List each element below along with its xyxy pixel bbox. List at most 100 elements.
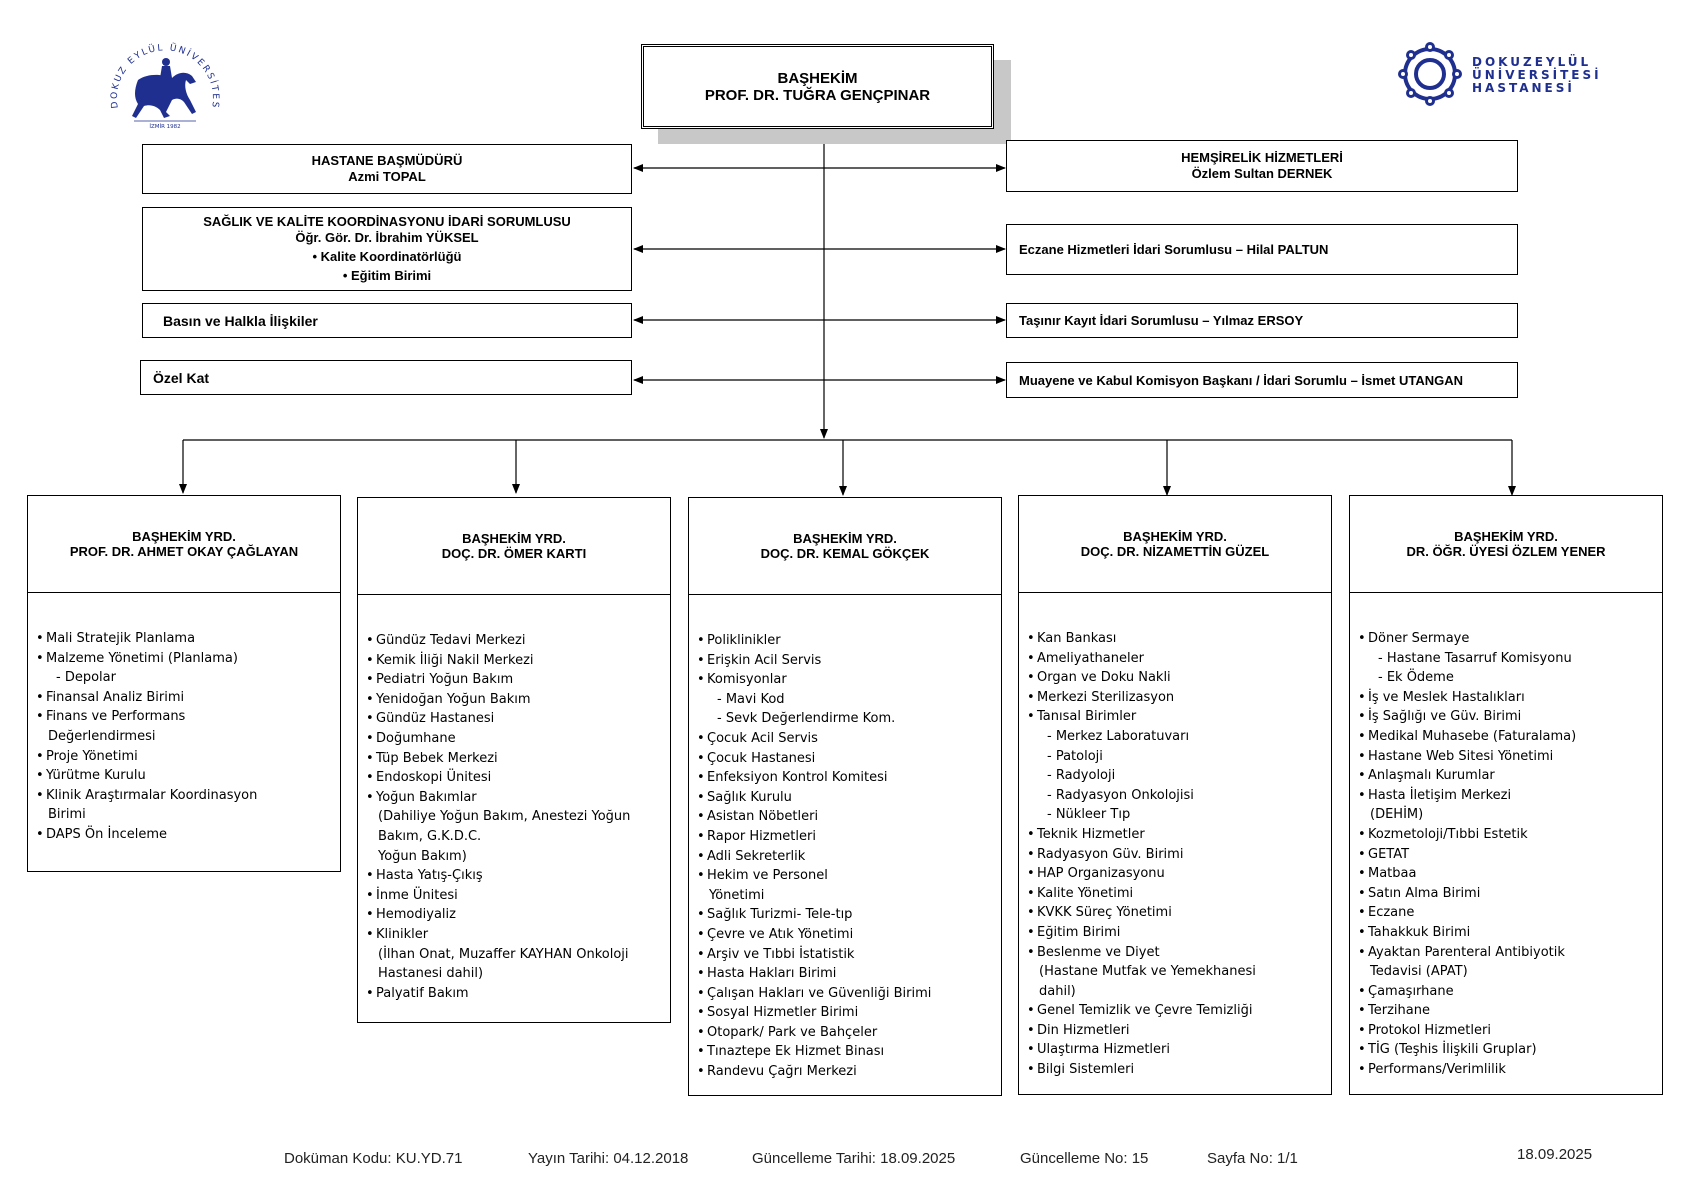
pharmacy-services-box: Eczane Hizmetleri İdari Sorumlusu – Hila… <box>1006 224 1518 275</box>
deputy-unit-list: Gündüz Tedavi MerkeziKemik İliği Nakil M… <box>358 595 670 1003</box>
box-line: Özel Kat <box>153 369 210 386</box>
deputy-unit-list: Mali Stratejik PlanlamaMalzeme Yönetimi … <box>28 593 340 845</box>
deputy-header: BAŞHEKİM YRD. DR. ÖĞR. ÜYESİ ÖZLEM YENER <box>1350 496 1662 593</box>
hospital-logo-line-2: ÜNİVERSİTESİ <box>1472 68 1602 82</box>
unit-item: Eğitim Birimi <box>1027 923 1325 943</box>
unit-item: Mavi Kod <box>697 690 995 710</box>
unit-item: Randevu Çağrı Merkezi <box>697 1062 995 1082</box>
unit-item: Yönetimi <box>709 887 765 903</box>
unit-item: Genel Temizlik ve Çevre Temizliği <box>1027 1001 1325 1021</box>
unit-item: Sevk Değerlendirme Kom. <box>697 709 995 729</box>
unit-item: Yoğun Bakım) <box>378 848 467 864</box>
unit-item: (Hastane Mutfak ve Yemekhanesi <box>1039 964 1256 980</box>
unit-item: İş Sağlığı ve Güv. Birimi <box>1358 707 1656 727</box>
hospital-emblem-icon <box>1398 42 1462 106</box>
unit-item: Ameliyathaneler <box>1027 649 1325 669</box>
unit-item: Ulaştırma Hizmetleri <box>1027 1040 1325 1060</box>
box-line: Muayene ve Kabul Komisyon Başkanı / İdar… <box>1019 372 1464 388</box>
unit-item: Protokol Hizmetleri <box>1358 1021 1656 1041</box>
unit-item: Tedavisi (APAT) <box>1370 964 1468 980</box>
unit-item: Hastane Tasarruf Komisyonu <box>1358 649 1656 669</box>
unit-item: dahil) <box>1039 983 1076 999</box>
deputy-title: BAŞHEKİM YRD. <box>793 531 897 546</box>
unit-item: Kemik İliği Nakil Merkezi <box>366 651 664 671</box>
box-line: Özlem Sultan DERNEK <box>1191 166 1333 181</box>
unit-item: Teknik Hizmetler <box>1027 825 1325 845</box>
unit-item: Organ ve Doku Nakli <box>1027 668 1325 688</box>
inspection-commission-box: Muayene ve Kabul Komisyon Başkanı / İdar… <box>1006 362 1518 398</box>
deputy-header: BAŞHEKİM YRD. DOÇ. DR. ÖMER KARTI <box>358 498 670 595</box>
unit-item: Proje Yönetimi <box>36 747 334 767</box>
unit-item: Patoloji <box>1027 747 1325 767</box>
unit-item: Sosyal Hizmetler Birimi <box>697 1003 995 1023</box>
unit-item: Merkez Laboratuvarı <box>1027 727 1325 747</box>
box-line: HASTANE BAŞMÜDÜRÜ <box>311 152 463 168</box>
unit-item: Doğumhane <box>366 729 664 749</box>
deputy-name: DR. ÖĞR. ÜYESİ ÖZLEM YENER <box>1406 544 1606 559</box>
hospital-logo-line-1: DOKUZEYLÜL <box>1472 55 1592 69</box>
unit-item: Hasta İletişim Merkezi <box>1358 786 1656 806</box>
box-line: Basın ve Halkla İlişkiler <box>163 312 318 329</box>
chief-name: PROF. DR. TUĞRA GENÇPINAR <box>704 86 931 104</box>
unit-item: Yürütme Kurulu <box>36 766 334 786</box>
unit-item: KVKK Süreç Yönetimi <box>1027 903 1325 923</box>
unit-item: HAP Organizasyonu <box>1027 864 1325 884</box>
unit-item: Rapor Hizmetleri <box>697 827 995 847</box>
unit-item: Bakım, G.K.D.C. <box>378 828 482 844</box>
page-number: Sayfa No: 1/1 <box>1207 1150 1298 1167</box>
unit-item: Hastanesi dahil) <box>378 966 484 982</box>
unit-item: Palyatif Bakım <box>366 984 664 1004</box>
unit-item: Tüp Bebek Merkezi <box>366 749 664 769</box>
unit-item: GETAT <box>1358 845 1656 865</box>
unit-item: Çamaşırhane <box>1358 982 1656 1002</box>
publish-date: Yayın Tarihi: 04.12.2018 <box>528 1150 689 1167</box>
update-number: Güncelleme No: 15 <box>1020 1150 1149 1167</box>
box-line: Öğr. Gör. Dr. İbrahim YÜKSEL <box>295 229 479 245</box>
unit-item: Çocuk Acil Servis <box>697 729 995 749</box>
unit-item: Sağlık Kurulu <box>697 788 995 808</box>
unit-item: Beslenme ve Diyet <box>1027 943 1325 963</box>
unit-item: (İlhan Onat, Muzaffer KAYHAN Onkoloji <box>378 946 629 962</box>
unit-item: Malzeme Yönetimi (Planlama) <box>36 649 334 669</box>
deputy-name: DOÇ. DR. ÖMER KARTI <box>441 546 587 561</box>
unit-item: Tahakkuk Birimi <box>1358 923 1656 943</box>
unit-item: Hasta Yatış-Çıkış <box>366 866 664 886</box>
unit-item: Döner Sermaye <box>1358 629 1656 649</box>
university-seal-logo: DOKUZ EYLÜL ÜNİVERSİTESİ İZMİR 1982 <box>100 38 218 130</box>
box-line: Azmi TOPAL <box>348 169 426 184</box>
unit-item: Arşiv ve Tıbbi İstatistik <box>697 945 995 965</box>
unit-item: Enfeksiyon Kontrol Komitesi <box>697 768 995 788</box>
unit-item: Depolar <box>36 668 334 688</box>
deputy-title: BAŞHEKİM YRD. <box>132 529 236 544</box>
unit-item: Endoskopi Ünitesi <box>366 768 664 788</box>
unit-item: Otopark/ Park ve Bahçeler <box>697 1023 995 1043</box>
unit-item: Poliklinikler <box>697 631 995 651</box>
unit-item: Satın Alma Birimi <box>1358 884 1656 904</box>
unit-item: Klinik Araştırmalar Koordinasyon <box>36 786 334 806</box>
nursing-services-box: HEMŞİRELİK HİZMETLERİ Özlem Sultan DERNE… <box>1006 140 1518 192</box>
unit-item: Terzihane <box>1358 1001 1656 1021</box>
deputy-name: DOÇ. DR. KEMAL GÖKÇEK <box>760 546 930 561</box>
unit-item: Çocuk Hastanesi <box>697 749 995 769</box>
unit-item: Hekim ve Personel <box>697 866 995 886</box>
unit-item: Finansal Analiz Birimi <box>36 688 334 708</box>
deputy-header: BAŞHEKİM YRD. DOÇ. DR. NİZAMETTİN GÜZEL <box>1019 496 1331 593</box>
unit-item: Hemodiyaliz <box>366 905 664 925</box>
deputy-unit-list: PolikliniklerErişkin Acil ServisKomisyon… <box>689 595 1001 1082</box>
box-line: • Kalite Koordinatörlüğü <box>312 249 462 264</box>
unit-item: Radyasyon Güv. Birimi <box>1027 845 1325 865</box>
deputy-title: BAŞHEKİM YRD. <box>1454 529 1558 544</box>
unit-item: Tınaztepe Ek Hizmet Binası <box>697 1042 995 1062</box>
unit-item: (DEHİM) <box>1370 807 1424 823</box>
unit-item: Anlaşmalı Kurumlar <box>1358 766 1656 786</box>
unit-item: Erişkin Acil Servis <box>697 651 995 671</box>
hospital-logo: DOKUZEYLÜL ÜNİVERSİTESİ HASTANESİ <box>1396 40 1606 108</box>
unit-item: Din Hizmetleri <box>1027 1021 1325 1041</box>
unit-item: Eczane <box>1358 903 1656 923</box>
quality-coordination-box: SAĞLIK VE KALİTE KOORDİNASYONU İDARİ SOR… <box>142 207 632 291</box>
unit-item: Pediatri Yoğun Bakım <box>366 670 664 690</box>
unit-item: Ayaktan Parenteral Antibiyotik <box>1358 943 1656 963</box>
unit-item: İnme Ünitesi <box>366 886 664 906</box>
unit-item: Tanısal Birimler <box>1027 707 1325 727</box>
